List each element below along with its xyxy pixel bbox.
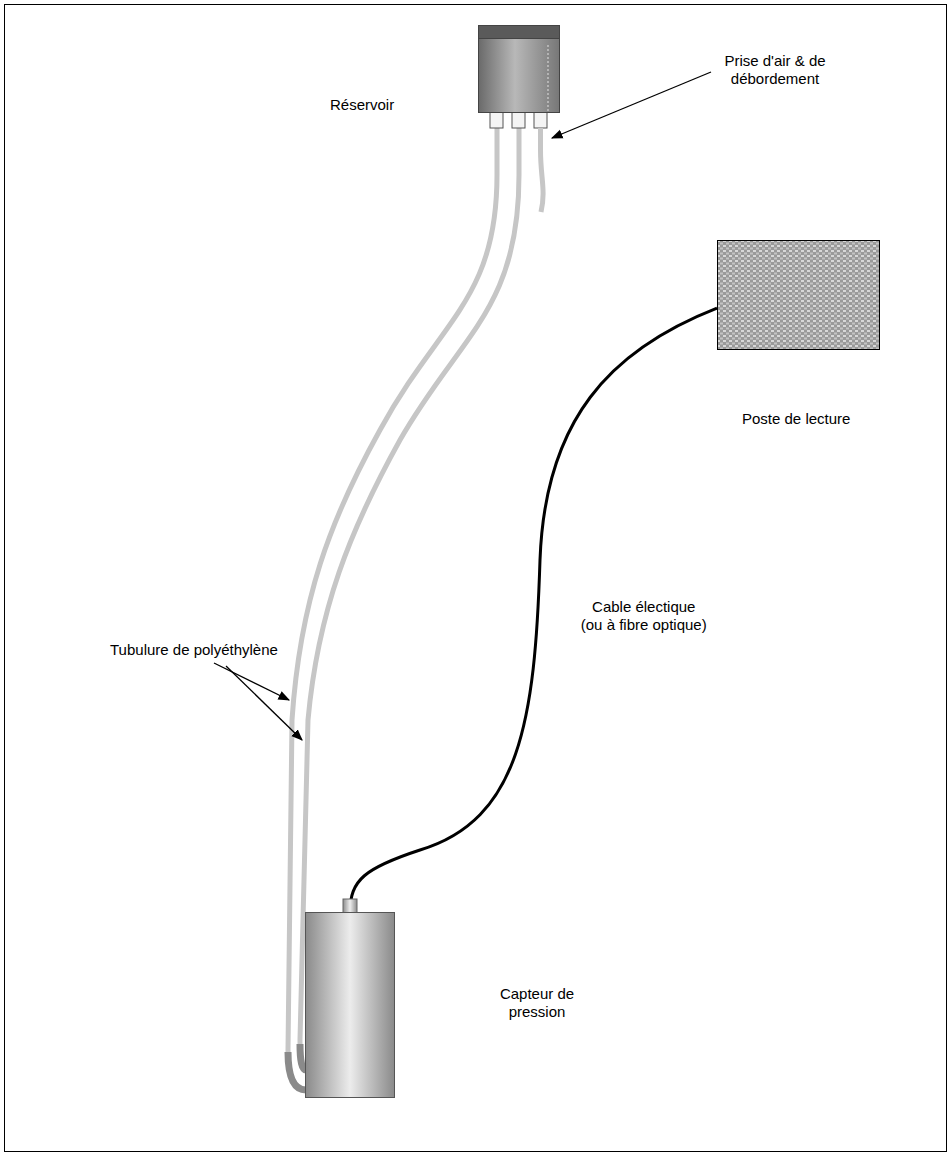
node-label: Capteur de pression	[497, 985, 577, 1021]
edge-label: Cable électique (ou à fibre optique)	[580, 598, 708, 634]
readout-node: Poste de lecture	[717, 240, 880, 350]
signal-cable	[350, 308, 717, 912]
sensor-node: Capteur de pression	[305, 912, 395, 1098]
node-label: Poste de lecture	[742, 410, 850, 428]
node-label: Réservoir	[330, 96, 394, 114]
callout-label: Tubulure de polyéthylène	[110, 641, 278, 659]
callout-label: Prise d'air & de débordement	[718, 52, 832, 88]
frame	[5, 5, 947, 1152]
cable-gland	[343, 899, 357, 913]
leader-arrow	[226, 666, 302, 740]
outlet-stubs	[490, 112, 547, 128]
overflow-tube	[541, 128, 544, 212]
leader-arrow	[214, 663, 289, 700]
tank-node: Réservoir	[478, 25, 560, 113]
leader-arrow	[552, 72, 711, 138]
